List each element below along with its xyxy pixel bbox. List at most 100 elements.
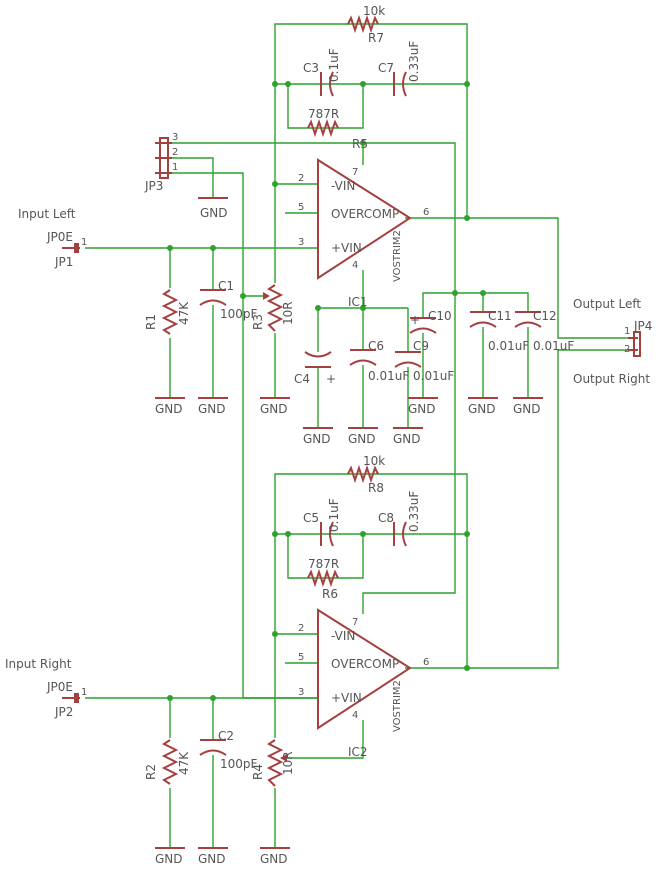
svg-text:GND: GND xyxy=(468,402,496,416)
R5-body xyxy=(307,118,339,138)
junction-dot xyxy=(167,695,173,701)
IC1-name: IC1 xyxy=(348,295,368,309)
svg-text:VOSTRIM2: VOSTRIM2 xyxy=(392,680,403,732)
R4-body xyxy=(266,739,284,787)
junction-dot xyxy=(272,531,278,537)
svg-text:OVERCOMP: OVERCOMP xyxy=(331,657,399,671)
R5-value: 787R xyxy=(308,107,339,121)
C6-value: 0.01uF xyxy=(368,369,409,383)
junction-dot xyxy=(360,81,366,87)
C6-plate2 xyxy=(349,359,377,366)
R5-name: R5 xyxy=(352,137,368,151)
svg-text:3: 3 xyxy=(172,132,178,143)
svg-text:GND: GND xyxy=(260,402,288,416)
svg-text:GND: GND xyxy=(348,432,376,446)
svg-text:6: 6 xyxy=(423,207,429,218)
svg-text:7: 7 xyxy=(352,167,358,178)
junction-dot xyxy=(272,181,278,187)
junction-dot xyxy=(360,140,366,146)
svg-text:+VIN: +VIN xyxy=(331,691,362,705)
svg-text:JP0E: JP0E xyxy=(46,680,73,694)
C2-value: 100pF xyxy=(220,757,258,771)
C12-value: 0.01uF xyxy=(533,339,574,353)
JP1-name: JP1 xyxy=(54,255,73,269)
C8-name: C8 xyxy=(378,511,394,525)
svg-text:GND: GND xyxy=(393,432,421,446)
svg-text:VOSTRIM2: VOSTRIM2 xyxy=(392,230,403,282)
R3-body xyxy=(266,284,284,332)
junction-dot xyxy=(464,215,470,221)
C7-plate2 xyxy=(402,71,407,97)
R7-body xyxy=(347,14,379,34)
C8-plate2 xyxy=(402,521,407,547)
C11-plate2 xyxy=(469,321,497,328)
R4-name: R4 xyxy=(251,764,265,780)
C10-name: C10 xyxy=(428,309,452,323)
R6-value: 787R xyxy=(308,557,339,571)
junction-dot xyxy=(360,305,366,311)
C7-name: C7 xyxy=(378,61,394,75)
output-right-label: Output Right xyxy=(573,372,650,386)
C5-value: 0.1uF xyxy=(327,498,341,532)
svg-text:-VIN: -VIN xyxy=(331,629,355,643)
R1-name: R1 xyxy=(144,314,158,330)
R7-value: 10k xyxy=(363,4,385,18)
svg-text:5: 5 xyxy=(298,652,304,663)
svg-text:1: 1 xyxy=(81,237,87,248)
junction-dot xyxy=(464,531,470,537)
R2-body xyxy=(161,739,179,785)
R6-body xyxy=(307,568,339,588)
junctions xyxy=(167,81,486,701)
junction-dot xyxy=(464,665,470,671)
junction-dot xyxy=(464,81,470,87)
svg-text:GND: GND xyxy=(200,206,228,220)
junction-dot xyxy=(210,245,216,251)
IC2-name: IC2 xyxy=(348,745,368,759)
R2-value: 47K xyxy=(177,751,191,775)
C4-name: C4 xyxy=(294,372,310,386)
R7-name: R7 xyxy=(368,31,384,45)
junction-dot xyxy=(210,695,216,701)
JP4-body xyxy=(633,331,641,357)
C3-value: 0.1uF xyxy=(327,48,341,82)
C1-plate2 xyxy=(199,299,227,306)
junction-dot xyxy=(240,293,246,299)
svg-text:GND: GND xyxy=(198,402,226,416)
junction-dot xyxy=(285,81,291,87)
svg-text:2: 2 xyxy=(624,344,630,355)
svg-text:4: 4 xyxy=(352,260,358,271)
C12-plate2 xyxy=(514,321,542,328)
svg-text:6: 6 xyxy=(423,657,429,668)
R3-name: R3 xyxy=(251,314,265,330)
svg-text:+: + xyxy=(326,372,336,386)
labels: 10k R7 C3 0.1uF C7 0.33uF 787R R5 3 2 1 … xyxy=(5,4,652,866)
C1-value: 100pF xyxy=(220,307,258,321)
C7-value: 0.33uF xyxy=(407,41,421,82)
junction-dot xyxy=(480,290,486,296)
R4-value: 10R xyxy=(281,751,295,775)
svg-text:5: 5 xyxy=(298,202,304,213)
svg-text:4: 4 xyxy=(352,710,358,721)
R8-body xyxy=(347,464,379,484)
output-left-label: Output Left xyxy=(573,297,641,311)
svg-text:1: 1 xyxy=(624,326,630,337)
svg-text:+VIN: +VIN xyxy=(331,241,362,255)
C9-value: 0.01uF xyxy=(413,369,454,383)
input-right-label: Input Right xyxy=(5,657,72,671)
C5-plate2 xyxy=(329,521,334,547)
R2-name: R2 xyxy=(144,764,158,780)
wires xyxy=(85,23,628,848)
R6-name: R6 xyxy=(322,587,338,601)
svg-text:3: 3 xyxy=(298,687,304,698)
svg-text:-VIN: -VIN xyxy=(331,179,355,193)
junction-dot xyxy=(285,531,291,537)
C11-value: 0.01uF xyxy=(488,339,529,353)
JP3-name: JP3 xyxy=(144,179,163,193)
JP2-name: JP2 xyxy=(54,705,73,719)
C4-plate1 xyxy=(304,351,332,358)
C6-name: C6 xyxy=(368,339,384,353)
C3-plate2 xyxy=(329,71,334,97)
svg-text:OVERCOMP: OVERCOMP xyxy=(331,207,399,221)
R3-value: 10R xyxy=(281,301,295,325)
R8-value: 10k xyxy=(363,454,385,468)
